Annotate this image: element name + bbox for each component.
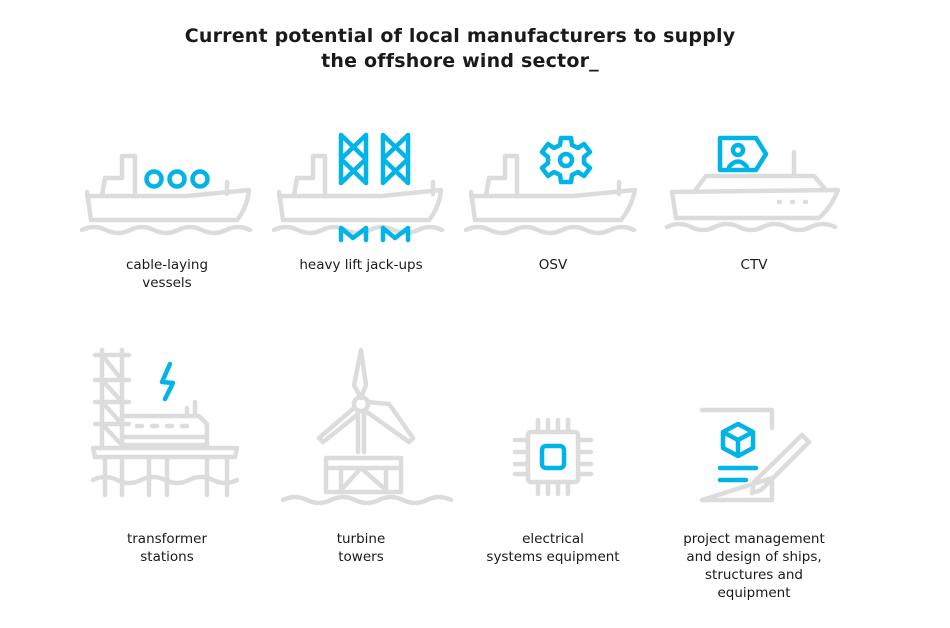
label-line: transformer: [126, 531, 208, 547]
label-line: towers: [338, 549, 384, 565]
label-line: structures and: [705, 567, 803, 583]
label-line: electrical: [522, 531, 584, 547]
label-line: stations: [140, 549, 194, 565]
item-electrical-systems-equipment: electrical systems equipment: [453, 340, 653, 580]
item-transformer-stations: transformer stations: [67, 340, 267, 580]
item-label: OSV: [453, 256, 653, 274]
transformer-station-icon: [90, 347, 240, 498]
item-label: electrical systems equipment: [453, 530, 653, 566]
label-line: vessels: [142, 275, 192, 291]
label-line: systems equipment: [486, 549, 620, 565]
label-line: project management: [683, 531, 825, 547]
item-label: project management and design of ships, …: [654, 530, 854, 602]
cable-laying-vessel-icon: [79, 153, 253, 236]
label-line: equipment: [717, 585, 791, 601]
item-osv: OSV: [453, 120, 653, 300]
ctv-boat-icon: [664, 135, 841, 233]
title-line-2: the offshore wind sector_: [321, 50, 599, 72]
label-line: OSV: [538, 257, 568, 273]
osv-gear-ship-icon: [463, 135, 638, 236]
item-turbine-towers: turbine towers: [261, 340, 461, 580]
label-line: cable-laying: [125, 257, 209, 273]
label-line: and design of ships,: [686, 549, 822, 565]
jack-up-vessel-icon: [271, 132, 445, 243]
item-ctv: CTV: [654, 120, 854, 300]
label-line: heavy lift jack-ups: [299, 257, 423, 273]
chip-icon: [512, 417, 594, 497]
label-line: turbine: [336, 531, 386, 547]
project-document-icon: [699, 407, 812, 503]
page-title: Current potential of local manufacturers…: [0, 24, 920, 74]
item-label: cable-laying vessels: [67, 256, 267, 292]
title-line-1: Current potential of local manufacturers…: [184, 25, 736, 47]
item-label: transformer stations: [67, 530, 267, 566]
item-heavy-lift-jack-ups: heavy lift jack-ups: [261, 120, 461, 300]
item-cable-laying-vessels: cable-laying vessels: [67, 120, 267, 300]
item-label: heavy lift jack-ups: [261, 256, 461, 274]
item-label: CTV: [654, 256, 854, 274]
wind-turbine-icon: [280, 347, 454, 506]
label-line: CTV: [740, 257, 768, 273]
item-label: turbine towers: [261, 530, 461, 566]
item-project-management: project management and design of ships, …: [654, 340, 854, 610]
